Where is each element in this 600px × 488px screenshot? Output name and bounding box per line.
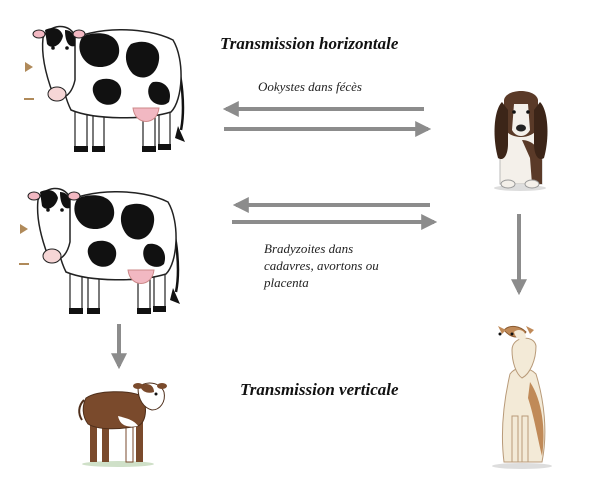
bradyzoites-line-1: Bradyzoites dans	[264, 241, 354, 256]
oocysts-note: Ookystes dans fécès	[258, 79, 362, 94]
margin-marks	[19, 62, 34, 265]
vertical-transmission-title: Transmission verticale	[240, 380, 399, 399]
bradyzoites-line-2: cadavres, avortons ou	[264, 258, 379, 273]
bradyzoites-line-3: placenta	[264, 275, 309, 290]
cow-icon	[32, 25, 185, 152]
horizontal-transmission-title: Transmission horizontale	[220, 34, 399, 53]
cow-icon	[27, 187, 180, 314]
greyhound-dog-icon	[492, 325, 552, 469]
bradyzoites-note: Bradyzoites dans cadavres, avortons ou p…	[264, 240, 379, 291]
arrows	[111, 101, 527, 370]
basset-dog-icon	[494, 91, 548, 191]
calf-icon	[78, 382, 167, 467]
